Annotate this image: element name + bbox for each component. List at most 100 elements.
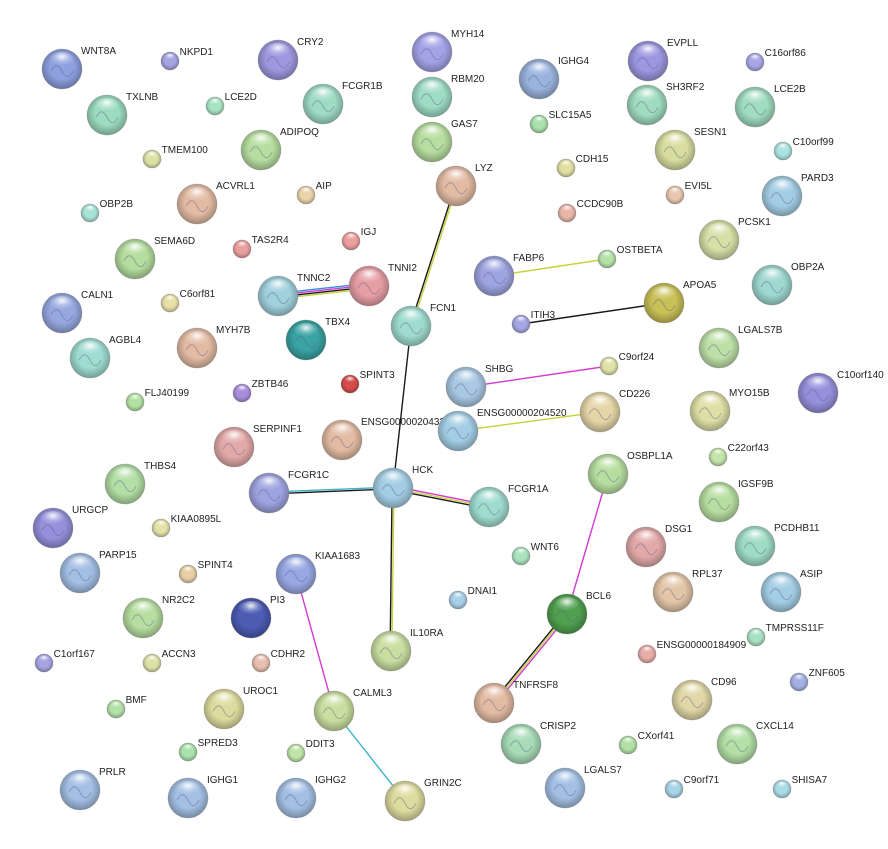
node-PARD3[interactable]: PARD3 bbox=[761, 173, 834, 217]
node-FCGR1A[interactable]: FCGR1A bbox=[468, 484, 549, 528]
node-DNAI1[interactable]: DNAI1 bbox=[448, 586, 498, 610]
node-CXCL14[interactable]: CXCL14 bbox=[716, 721, 794, 765]
node-PCDHB11[interactable]: PCDHB11 bbox=[734, 523, 820, 567]
node-C22orf43[interactable]: C22orf43 bbox=[708, 443, 769, 467]
node-CD226[interactable]: CD226 bbox=[579, 389, 651, 433]
edge-SHBG-C9orf24[interactable] bbox=[465, 365, 610, 388]
node-OSBPL1A[interactable]: OSBPL1A bbox=[587, 451, 673, 495]
node-ENSG00000204520[interactable]: ENSG00000204520 bbox=[437, 408, 567, 452]
node-LGALS7[interactable]: LGALS7 bbox=[544, 765, 622, 809]
node-C9orf24[interactable]: C9orf24 bbox=[599, 352, 655, 376]
node-GAS7[interactable]: GAS7 bbox=[411, 119, 478, 163]
node-IGSF9B[interactable]: IGSF9B bbox=[698, 479, 774, 523]
node-ITIH3[interactable]: ITIH3 bbox=[511, 310, 556, 334]
node-TNNI2[interactable]: TNNI2 bbox=[348, 263, 417, 307]
node-OBP2B[interactable]: OBP2B bbox=[80, 199, 133, 223]
node-EVPLL[interactable]: EVPLL bbox=[627, 38, 699, 82]
node-ASIP[interactable]: ASIP bbox=[760, 569, 823, 613]
node-LCE2D[interactable]: LCE2D bbox=[205, 92, 257, 116]
node-SHISA7[interactable]: SHISA7 bbox=[772, 775, 828, 799]
node-FLJ40199[interactable]: FLJ40199 bbox=[125, 388, 190, 412]
node-THBS4[interactable]: THBS4 bbox=[104, 461, 177, 505]
node-C9orf71[interactable]: C9orf71 bbox=[664, 775, 720, 799]
node-SHBG[interactable]: SHBG bbox=[445, 364, 514, 408]
node-APOA5[interactable]: APOA5 bbox=[643, 280, 717, 324]
node-PRLR[interactable]: PRLR bbox=[59, 767, 126, 811]
node-KIAA0895L[interactable]: KIAA0895L bbox=[151, 514, 222, 538]
node-GRIN2C[interactable]: GRIN2C bbox=[384, 778, 462, 822]
node-PARP15[interactable]: PARP15 bbox=[59, 550, 137, 594]
node-ENSG00000204325[interactable]: ENSG00000204325 bbox=[321, 417, 451, 461]
node-ZBTB46[interactable]: ZBTB46 bbox=[232, 379, 289, 403]
node-ADIPOQ[interactable]: ADIPOQ bbox=[240, 127, 319, 171]
node-WNT8A[interactable]: WNT8A bbox=[41, 46, 116, 90]
node-CALML3[interactable]: CALML3 bbox=[313, 688, 392, 732]
node-IGJ[interactable]: IGJ bbox=[341, 227, 376, 251]
edge-ENSG00000204520-CD226[interactable] bbox=[457, 411, 601, 432]
node-BCL6[interactable]: BCL6 bbox=[546, 591, 611, 635]
node-ENSG00000184909[interactable]: ENSG00000184909 bbox=[637, 640, 747, 664]
node-CD96[interactable]: CD96 bbox=[671, 677, 737, 721]
node-CRY2[interactable]: CRY2 bbox=[257, 37, 324, 81]
node-MYH14[interactable]: MYH14 bbox=[411, 29, 485, 73]
node-CRISP2[interactable]: CRISP2 bbox=[500, 721, 577, 765]
node-MYH7B[interactable]: MYH7B bbox=[176, 325, 251, 369]
node-URGCP[interactable]: URGCP bbox=[32, 505, 108, 549]
edge-ITIH3-APOA5[interactable] bbox=[520, 302, 665, 325]
node-TMEM100[interactable]: TMEM100 bbox=[142, 145, 208, 169]
node-RBM20[interactable]: RBM20 bbox=[411, 74, 485, 118]
node-DSG1[interactable]: DSG1 bbox=[625, 524, 693, 568]
edge-FCGR1C-HCK[interactable] bbox=[268, 486, 394, 495]
node-TBX4[interactable]: TBX4 bbox=[285, 317, 350, 361]
node-SERPINF1[interactable]: SERPINF1 bbox=[213, 424, 302, 468]
node-HCK[interactable]: HCK bbox=[372, 465, 433, 509]
node-MYO15B[interactable]: MYO15B bbox=[689, 388, 770, 432]
node-ACVRL1[interactable]: ACVRL1 bbox=[176, 181, 255, 225]
node-CXorf41[interactable]: CXorf41 bbox=[618, 731, 675, 755]
node-IL10RA[interactable]: IL10RA bbox=[370, 628, 444, 672]
node-SESN1[interactable]: SESN1 bbox=[654, 127, 727, 171]
node-BMF[interactable]: BMF bbox=[106, 695, 147, 719]
node-FCGR1B[interactable]: FCGR1B bbox=[302, 81, 383, 125]
node-SPINT4[interactable]: SPINT4 bbox=[178, 560, 233, 584]
node-OSTBETA[interactable]: OSTBETA bbox=[597, 245, 663, 269]
node-LYZ[interactable]: LYZ bbox=[435, 163, 493, 207]
node-CCDC90B[interactable]: CCDC90B bbox=[557, 199, 624, 223]
node-OBP2A[interactable]: OBP2A bbox=[751, 262, 825, 306]
node-FCN1[interactable]: FCN1 bbox=[390, 303, 457, 347]
node-FCGR1C[interactable]: FCGR1C bbox=[248, 470, 329, 514]
node-WNT6[interactable]: WNT6 bbox=[511, 542, 559, 566]
node-TNFRSF8[interactable]: TNFRSF8 bbox=[473, 680, 558, 724]
node-SLC15A5[interactable]: SLC15A5 bbox=[529, 110, 592, 134]
node-CDH15[interactable]: CDH15 bbox=[556, 154, 609, 178]
node-TAS2R4[interactable]: TAS2R4 bbox=[232, 235, 289, 259]
node-IGHG1[interactable]: IGHG1 bbox=[167, 775, 239, 819]
node-AIP[interactable]: AIP bbox=[296, 181, 332, 205]
node-TNNC2[interactable]: TNNC2 bbox=[257, 273, 331, 317]
node-ACCN3[interactable]: ACCN3 bbox=[142, 649, 196, 673]
node-IGHG2[interactable]: IGHG2 bbox=[275, 775, 347, 819]
node-LCE2B[interactable]: LCE2B bbox=[734, 84, 806, 128]
node-C10orf140[interactable]: C10orf140 bbox=[797, 370, 884, 414]
node-LGALS7B[interactable]: LGALS7B bbox=[698, 325, 783, 369]
edge-FCN1-HCK[interactable] bbox=[392, 325, 412, 489]
node-C6orf81[interactable]: C6orf81 bbox=[160, 289, 216, 313]
edge-OSBPL1A-BCL6[interactable] bbox=[566, 473, 609, 615]
node-C1orf167[interactable]: C1orf167 bbox=[34, 649, 95, 673]
node-DDIT3[interactable]: DDIT3 bbox=[286, 739, 335, 763]
node-PI3[interactable]: PI3 bbox=[230, 595, 285, 639]
node-FABP6[interactable]: FABP6 bbox=[473, 253, 545, 297]
node-SPINT3[interactable]: SPINT3 bbox=[340, 370, 395, 394]
node-AGBL4[interactable]: AGBL4 bbox=[69, 335, 142, 379]
node-CALN1[interactable]: CALN1 bbox=[41, 290, 114, 334]
node-TXLNB[interactable]: TXLNB bbox=[86, 92, 159, 136]
node-NR2C2[interactable]: NR2C2 bbox=[122, 595, 195, 639]
node-C16orf86[interactable]: C16orf86 bbox=[745, 48, 806, 72]
node-EVI5L[interactable]: EVI5L bbox=[665, 181, 712, 205]
edge-HCK-IL10RA[interactable] bbox=[389, 487, 395, 652]
edge-LYZ-FCN1[interactable] bbox=[409, 185, 458, 327]
node-C10orf99[interactable]: C10orf99 bbox=[773, 137, 834, 161]
node-ZNF605[interactable]: ZNF605 bbox=[789, 668, 845, 692]
node-RPL37[interactable]: RPL37 bbox=[652, 569, 723, 613]
node-IGHG4[interactable]: IGHG4 bbox=[518, 56, 590, 100]
